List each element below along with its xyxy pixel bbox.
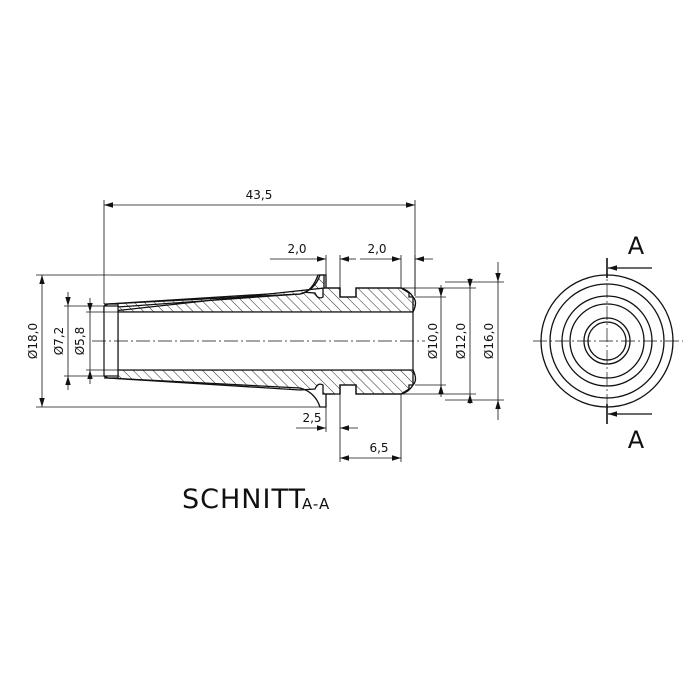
dim-outer-diameter: Ø18,0 (26, 323, 40, 359)
section-view (92, 274, 425, 408)
groove-outline-top (335, 287, 414, 312)
dim-overall-length: 43,5 (246, 188, 273, 202)
dim-bore-diameter-inner: Ø5,8 (73, 327, 87, 356)
groove-outline-bottom (339, 370, 414, 395)
dim-groove-width-left: 2,0 (287, 242, 306, 256)
dim-diameter-12: Ø12,0 (454, 323, 468, 359)
title-main: SCHNITT (182, 484, 306, 515)
dim-groove-width-right: 2,0 (367, 242, 386, 256)
body-outline-bottom (103, 375, 335, 408)
title-sub: A-A (302, 495, 330, 513)
dimensions: 43,5 2,0 2,0 2,5 6,5 Ø18,0 (26, 188, 504, 462)
dim-groove-offset-bottom: 2,5 (302, 411, 321, 425)
dim-diameter-10: Ø10,0 (426, 323, 440, 359)
dim-end-length: 6,5 (369, 441, 388, 455)
end-view: A A (533, 232, 683, 454)
view-title: SCHNITT A-A (182, 484, 330, 515)
dim-bore-diameter-outer: Ø7,2 (52, 327, 66, 356)
body-outline-top (103, 274, 335, 307)
dim-diameter-16: Ø16,0 (482, 323, 496, 359)
section-label-top: A (628, 232, 645, 260)
section-label-bottom: A (628, 426, 645, 454)
